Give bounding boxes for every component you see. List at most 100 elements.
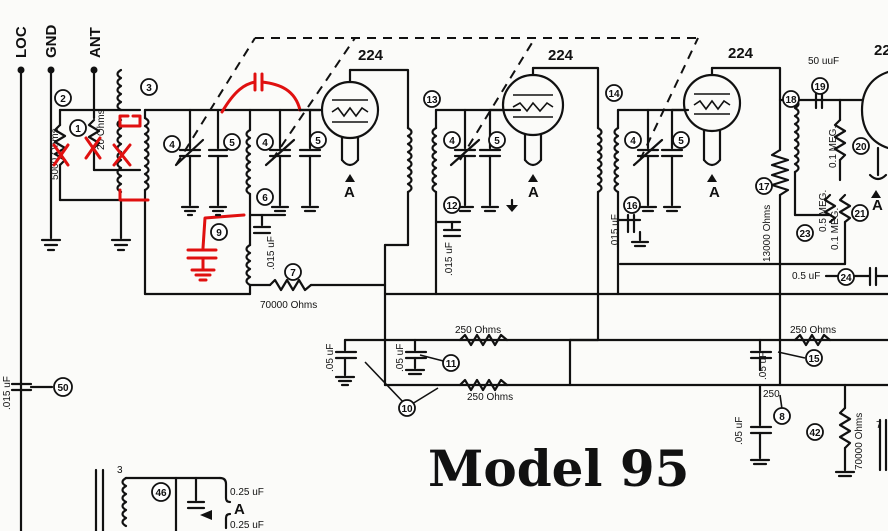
balloon-4: 4 [163, 135, 181, 153]
balloon-13: 13 [423, 90, 441, 108]
rf-coil-3 [568, 126, 603, 387]
balloon-16: 16 [623, 196, 641, 214]
svg-text:5: 5 [315, 136, 321, 147]
detector-coupling: 50 uuF 13000 Ohms 0.1 MEG. 0.5 MEG. 0.1 … [618, 42, 888, 387]
balloon-24: 24 [837, 268, 855, 286]
svg-text:5: 5 [494, 136, 500, 147]
resistor-70000-b-label: 70000 Ohms [854, 413, 865, 470]
balloon-4b: 4 [256, 133, 274, 151]
balloon-5d: 5 [672, 131, 690, 149]
svg-text:5: 5 [678, 136, 684, 147]
balloon-42: 42 [806, 423, 824, 441]
svg-text:10: 10 [401, 404, 413, 415]
tube-2-label: 224 [548, 47, 574, 64]
svg-text:20: 20 [855, 142, 867, 153]
capacitor-50uu-label: 50 uuF [808, 56, 839, 67]
tuning-capacitors-stage3: .015 uF [610, 108, 690, 296]
capacitor-loc: .015 uF [2, 376, 54, 410]
heater-label-1: A [344, 184, 355, 201]
svg-text:4: 4 [169, 140, 175, 151]
svg-text:19: 19 [814, 82, 826, 93]
power-transformer-partial: 3 0.25 uF 0.25 uF A [94, 465, 264, 531]
capacitor-05uf-label: 0.5 uF [792, 271, 820, 282]
svg-text:6: 6 [262, 193, 268, 204]
balloon-21: 21 [851, 204, 869, 222]
tuning-capacitors-stage1 [174, 37, 699, 217]
ground-symbol [110, 198, 132, 252]
svg-text:4: 4 [262, 138, 268, 149]
resistor-70000-label: 70000 Ohms [260, 300, 317, 311]
balloon-2: 2 [54, 89, 72, 107]
tube-3: 224 A [670, 45, 782, 201]
balloon-1: 1 [69, 119, 87, 137]
capacitor-05-c-label: .05 uF [758, 352, 769, 380]
balloon-10: 10 [398, 399, 416, 417]
balloon-11: 11 [442, 354, 460, 372]
svg-text:4: 4 [449, 136, 455, 147]
balloon-20: 20 [852, 137, 870, 155]
balloon-7: 7 [284, 263, 302, 281]
svg-text:17: 17 [758, 182, 770, 193]
heater-label-3: A [709, 184, 720, 201]
capacitor-05-b-label: .05 uF [395, 344, 406, 372]
tube-4-label: 22 [874, 42, 888, 59]
heater-label-2: A [528, 184, 539, 201]
capacitor-015-a-label: .015 uF [266, 236, 277, 270]
balloon-17: 17 [755, 177, 773, 195]
terminal-ant: ANT [87, 27, 104, 120]
resistor-250-b-label: 250 Ohms [467, 392, 513, 403]
resistor-5000-label: 5000 Ohms [50, 128, 61, 180]
svg-text:8: 8 [779, 412, 785, 423]
resistor-250-a-label: 250 Ohms [455, 325, 501, 336]
balloon-18: 18 [782, 90, 800, 108]
heater-label-4: A [872, 197, 883, 214]
svg-text:7: 7 [290, 268, 296, 279]
heater-label-5: A [234, 501, 245, 518]
svg-text:4: 4 [630, 136, 636, 147]
capacitor-05-a-label: .05 uF [325, 344, 336, 372]
svg-text:18: 18 [785, 95, 797, 106]
balloon-14: 14 [605, 84, 623, 102]
balloon-3: 3 [140, 78, 158, 96]
balloon-46: 46 [151, 482, 171, 502]
tube-3-label: 224 [728, 45, 754, 62]
resistor-13000-label: 13000 Ohms [762, 205, 773, 262]
svg-text:23: 23 [799, 229, 811, 240]
balloon-9: 9 [210, 223, 228, 241]
terminal-loc: LOC [13, 26, 30, 531]
small-number-3: 3 [117, 465, 123, 476]
tube-1: 224 A [298, 47, 410, 201]
svg-text:2: 2 [60, 94, 66, 105]
terminal-gnd-label: GND [43, 25, 60, 59]
terminal-ant-label: ANT [87, 27, 104, 58]
svg-text:1: 1 [75, 124, 81, 135]
svg-text:50: 50 [57, 383, 69, 394]
terminal-loc-label: LOC [13, 26, 30, 58]
balloon-5c: 5 [488, 131, 506, 149]
balloon-4d: 4 [624, 131, 642, 149]
resistor-20-label: 20 Ohms [96, 109, 107, 150]
svg-text:21: 21 [854, 209, 866, 220]
callout-balloons: 2 1 3 4 5 4 5 6 9 7 13 4 5 12 14 4 5 16 … [53, 77, 870, 502]
antenna-coupler: 5000 Ohms 20 Ohms [50, 68, 322, 296]
svg-text:12: 12 [446, 201, 458, 212]
svg-text:3: 3 [146, 83, 152, 94]
svg-text:15: 15 [808, 354, 820, 365]
diagram-title: Model 95 [428, 439, 689, 498]
capacitor-015-c-label: .015 uF [610, 214, 621, 248]
svg-text:9: 9 [216, 228, 222, 239]
svg-text:11: 11 [446, 359, 457, 370]
resistor-01meg-a-label: 0.1 MEG. [828, 126, 839, 168]
balloon-23: 23 [796, 224, 814, 242]
tube-2: 224 A [488, 47, 600, 201]
terminal-gnd: GND [43, 25, 60, 240]
rf-coil-2 [383, 126, 413, 387]
capacitor-025-a-label: 0.25 uF [230, 487, 264, 498]
balloon-50: 50 [53, 377, 73, 397]
balloon-4c: 4 [443, 131, 461, 149]
supply-bus: .05 uF .05 uF 250 Ohms 250 Ohms .05 uF 2… [325, 292, 888, 478]
svg-text:16: 16 [626, 201, 638, 212]
balloon-5b: 5 [309, 131, 327, 149]
